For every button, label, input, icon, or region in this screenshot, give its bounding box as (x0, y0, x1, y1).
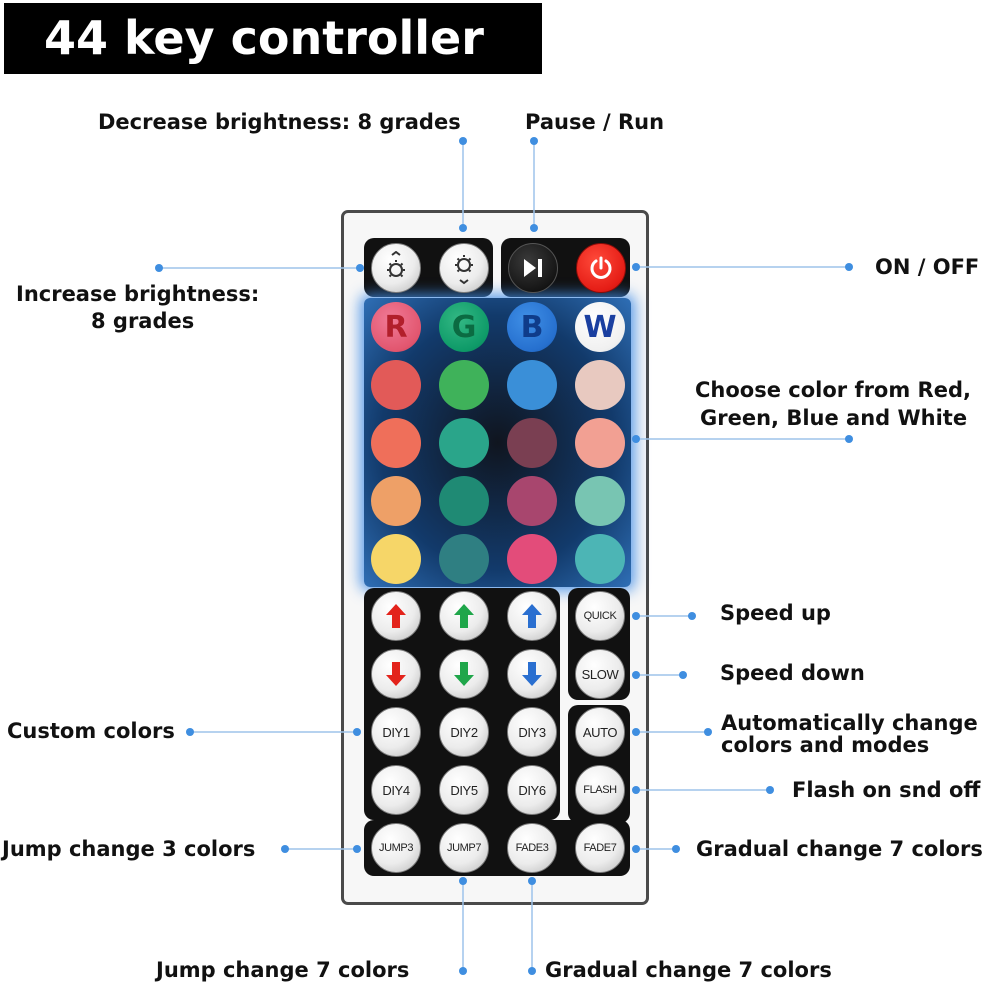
page-title: 44 key controller (44, 11, 484, 65)
red-up-arrow-icon (386, 604, 406, 628)
leader-dot (186, 728, 194, 736)
blue-up-button[interactable] (507, 591, 557, 641)
label-fade7-right: Gradual change 7 colors (696, 837, 983, 861)
blue-down-button[interactable] (507, 649, 557, 699)
power-button[interactable] (576, 243, 626, 293)
color-button-r1c4[interactable] (575, 360, 625, 410)
fade3-button[interactable]: FADE3 (507, 823, 557, 873)
diy4-button[interactable]: DIY4 (371, 765, 421, 815)
red-down-arrow-icon (386, 662, 406, 686)
label-increase-brightness-2: 8 grades (91, 309, 195, 333)
color-button-r1c2[interactable] (439, 360, 489, 410)
red-button[interactable]: R (371, 302, 421, 352)
red-up-button[interactable] (371, 591, 421, 641)
color-button-r4c4[interactable] (575, 534, 625, 584)
leader-dot (459, 137, 467, 145)
slow-button[interactable]: SLOW (575, 649, 625, 699)
label-speed-up: Speed up (720, 601, 831, 625)
power-icon (590, 256, 612, 279)
label-custom-colors: Custom colors (7, 719, 175, 743)
label-pause-run: Pause / Run (525, 110, 665, 134)
color-button-r4c1[interactable] (371, 534, 421, 584)
color-button-r2c4[interactable] (575, 418, 625, 468)
blue-up-arrow-icon (522, 604, 542, 628)
leader-dot (528, 967, 536, 975)
leader-dot (672, 845, 680, 853)
blue-button[interactable]: B (507, 302, 557, 352)
label-auto-change-1: Automatically change (721, 711, 978, 735)
leader-dot (459, 967, 467, 975)
diy2-button[interactable]: DIY2 (439, 707, 489, 757)
green-down-button[interactable] (439, 649, 489, 699)
fade7-button[interactable]: FADE7 (575, 823, 625, 873)
label-flash: Flash on snd off (792, 778, 981, 802)
label-fade7-bottom: Gradual change 7 colors (545, 958, 832, 982)
brightness-up-icon (387, 251, 405, 278)
color-button-r3c2[interactable] (439, 476, 489, 526)
red-down-button[interactable] (371, 649, 421, 699)
leader-dot (704, 728, 712, 736)
color-button-r2c3[interactable] (507, 418, 557, 468)
leader-dot (845, 435, 853, 443)
quick-button[interactable]: QUICK (575, 591, 625, 641)
diy6-button[interactable]: DIY6 (507, 765, 557, 815)
leader-dot (766, 786, 774, 794)
green-button[interactable]: G (439, 302, 489, 352)
label-auto-change-2: colors and modes (721, 733, 930, 757)
color-button-r1c1[interactable] (371, 360, 421, 410)
jump3-button[interactable]: JUMP3 (371, 823, 421, 873)
label-jump3: Jump change 3 colors (2, 837, 256, 861)
play-pause-button[interactable] (508, 243, 558, 293)
blue-down-arrow-icon (522, 662, 542, 686)
diy3-button[interactable]: DIY3 (507, 707, 557, 757)
leader-dot (530, 137, 538, 145)
play-pause-icon (524, 259, 542, 277)
color-button-r1c3[interactable] (507, 360, 557, 410)
leader-dot (688, 612, 696, 620)
green-up-arrow-icon (454, 604, 474, 628)
color-button-r4c2[interactable] (439, 534, 489, 584)
leader-dot (281, 845, 289, 853)
leader-dot (845, 263, 853, 271)
color-button-r3c4[interactable] (575, 476, 625, 526)
color-button-r2c1[interactable] (371, 418, 421, 468)
flash-button[interactable]: FLASH (575, 765, 625, 815)
label-speed-down: Speed down (720, 661, 865, 685)
label-choose-color-2: Green, Blue and White (700, 406, 968, 430)
brightness-down-icon (455, 255, 473, 285)
color-button-r3c1[interactable] (371, 476, 421, 526)
increase-brightness-button[interactable] (371, 243, 421, 293)
label-choose-color-1: Choose color from Red, (695, 378, 971, 402)
white-button[interactable]: W (575, 302, 625, 352)
leader-dot (155, 264, 163, 272)
diy1-button[interactable]: DIY1 (371, 707, 421, 757)
jump7-button[interactable]: JUMP7 (439, 823, 489, 873)
leader-dot (679, 671, 687, 679)
green-down-arrow-icon (454, 662, 474, 686)
color-button-r3c3[interactable] (507, 476, 557, 526)
green-up-button[interactable] (439, 591, 489, 641)
decrease-brightness-button[interactable] (439, 243, 489, 293)
title-banner: 44 key controller (4, 3, 542, 74)
label-on-off: ON / OFF (875, 255, 980, 279)
diy5-button[interactable]: DIY5 (439, 765, 489, 815)
auto-button[interactable]: AUTO (575, 707, 625, 757)
label-increase-brightness-1: Increase brightness: (16, 282, 260, 306)
label-jump7: Jump change 7 colors (156, 958, 410, 982)
color-button-r2c2[interactable] (439, 418, 489, 468)
label-decrease-brightness: Decrease brightness: 8 grades (98, 110, 461, 134)
color-button-r4c3[interactable] (507, 534, 557, 584)
